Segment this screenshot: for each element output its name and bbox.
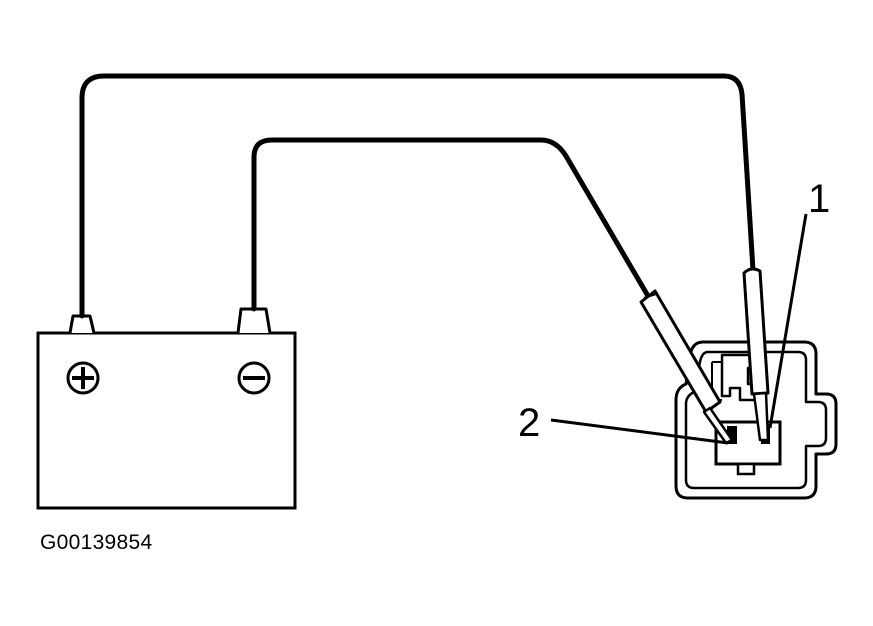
positive-jumper-wire [79,73,756,319]
probe-terminal-2 [639,289,734,445]
minus-circle-icon [237,361,271,395]
callout-1-label: 1 [808,177,830,221]
plus-circle-icon [66,361,100,395]
battery-positive-post [68,314,96,334]
callout-2-label: 2 [518,401,540,445]
callout-2-leader [550,418,729,445]
probe-terminal-1 [742,267,770,442]
battery-case [36,331,297,510]
callout-1-leader [768,213,808,429]
terminal-2-pin [727,426,737,444]
battery [36,307,297,510]
terminal-key [736,462,756,476]
battery-negative-post [236,307,272,334]
negative-jumper-wire [251,137,651,312]
figure-id: G00139854 [40,531,153,554]
connector-housing [674,340,838,500]
